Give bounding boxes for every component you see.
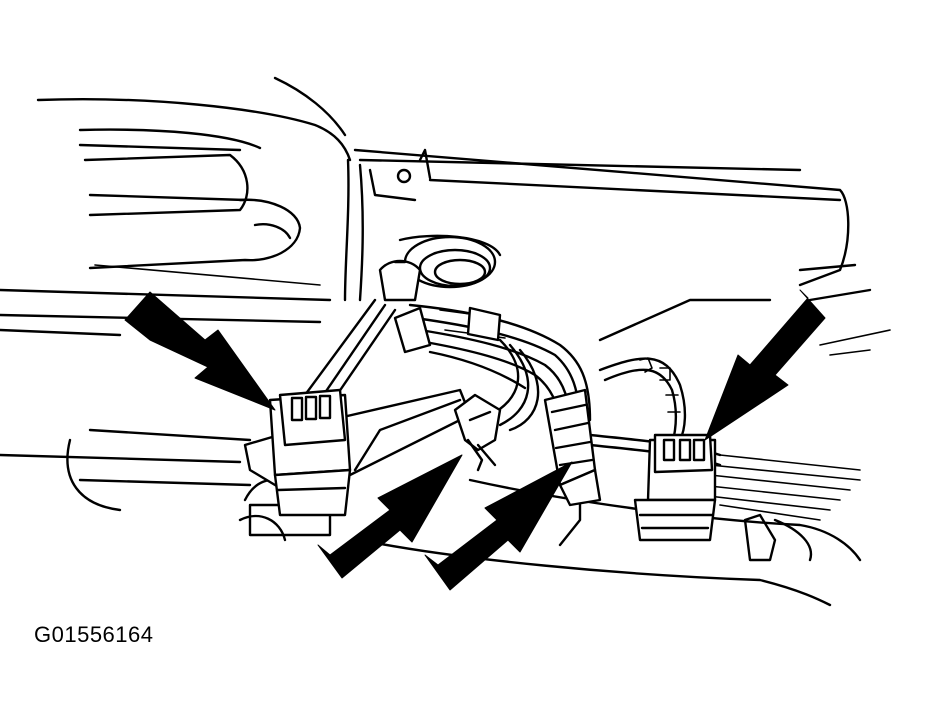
- connector-right: [633, 433, 717, 542]
- connector-center-clip: [453, 393, 502, 472]
- callout-arrow-left: [124, 291, 276, 411]
- connector-center-multi: [543, 388, 602, 507]
- callout-arrow-center-multi: [424, 461, 573, 591]
- connector-left: [268, 388, 352, 517]
- callout-arrow-center-clip: [317, 454, 463, 579]
- callout-arrows: [124, 289, 826, 591]
- figure-id-label: G01556164: [34, 622, 154, 647]
- callout-arrow-right: [704, 289, 826, 441]
- dash-panel-outline: [0, 76, 891, 607]
